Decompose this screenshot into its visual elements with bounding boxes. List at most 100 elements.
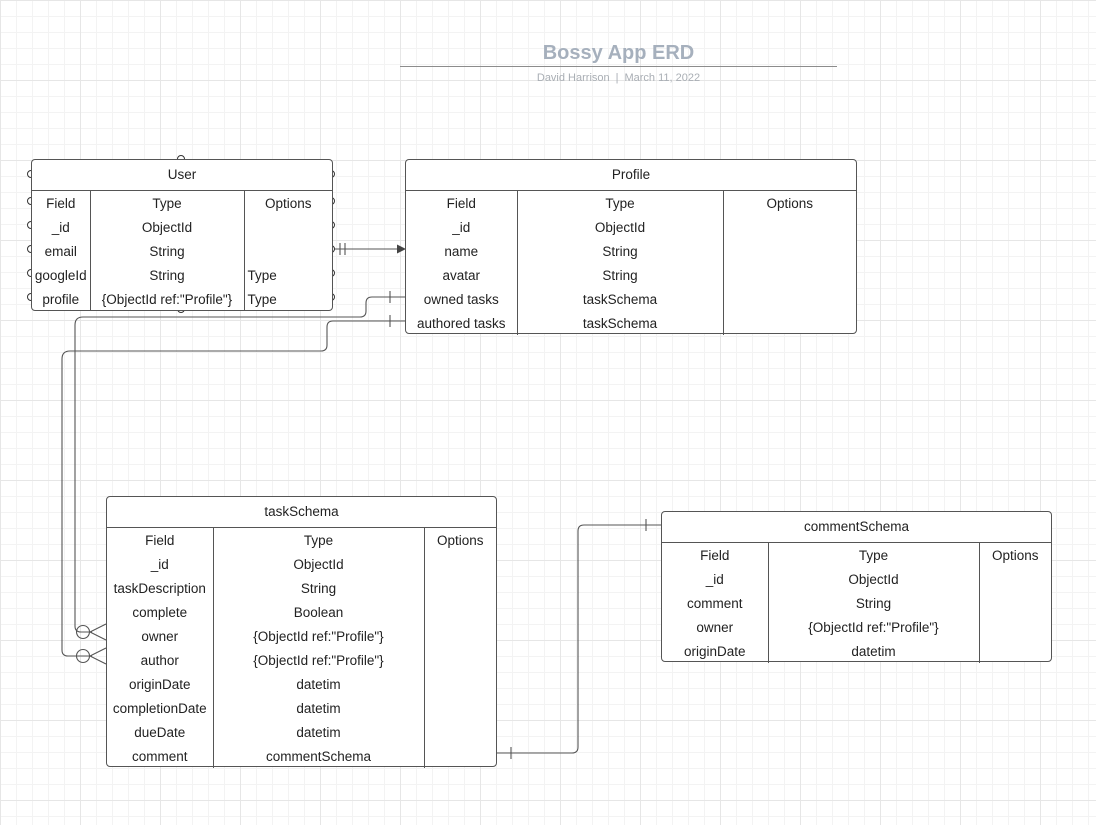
diagram-date: March 11, 2022 <box>624 72 701 84</box>
entity-name: User <box>32 160 332 191</box>
field-options <box>423 672 496 696</box>
column-header-field: Field <box>446 195 476 211</box>
field-options <box>423 576 496 600</box>
column-header-type: Type <box>212 528 424 552</box>
column-header-field: Field <box>46 195 76 211</box>
field-row[interactable]: owner{ObjectId ref:"Profile"} <box>662 615 1051 639</box>
field-type: {ObjectId ref:"Profile"} <box>212 648 424 672</box>
field-name: email <box>44 243 77 259</box>
field-name: owner <box>141 628 179 644</box>
field-name: taskDescription <box>113 580 206 596</box>
column-header-field: Field <box>145 532 175 548</box>
optional-marker-icon <box>75 624 91 640</box>
field-options <box>978 615 1051 639</box>
field-type: String <box>89 239 244 263</box>
field-row[interactable]: profile{ObjectId ref:"Profile"}Type <box>32 287 332 311</box>
field-row[interactable]: taskDescription String <box>107 576 496 600</box>
field-name: authored tasks <box>416 315 506 331</box>
diagram-subtitle: David Harrison | March 11, 2022 <box>400 72 837 84</box>
field-row[interactable]: email String <box>32 239 332 263</box>
field-name: _id <box>705 571 724 587</box>
field-name: comment <box>131 748 188 764</box>
one-one-marker-icon <box>339 243 346 255</box>
field-type: taskSchema <box>516 287 723 311</box>
field-row[interactable]: author{ObjectId ref:"Profile"} <box>107 648 496 672</box>
field-name: _id <box>51 219 70 235</box>
optional-marker-icon <box>75 648 91 664</box>
field-options <box>423 720 496 744</box>
field-options <box>423 648 496 672</box>
author-name: David Harrison <box>536 72 610 84</box>
entity-name: Profile <box>406 160 856 191</box>
field-type: Boolean <box>212 600 424 624</box>
entity-name: taskSchema <box>107 497 496 528</box>
field-type: String <box>516 263 723 287</box>
field-name: _id <box>150 556 169 572</box>
field-name: originDate <box>683 643 746 659</box>
column-header-options: Options <box>423 528 496 552</box>
field-options <box>243 215 332 239</box>
field-type: datetim <box>212 672 424 696</box>
field-type: String <box>212 576 424 600</box>
field-name: comment <box>686 595 743 611</box>
diagram-title-block: Bossy App ERD David Harrison | March 11, 2… <box>400 40 837 84</box>
field-options <box>423 624 496 648</box>
subtitle-separator: | <box>615 72 619 84</box>
field-name: googleId <box>34 267 87 283</box>
field-type: commentSchema <box>212 744 424 768</box>
field-type: String <box>89 263 244 287</box>
field-row[interactable]: _id ObjectId <box>406 215 856 239</box>
field-row[interactable]: authored tasks taskSchema <box>406 311 856 335</box>
crows-foot-icon <box>88 623 107 641</box>
crows-foot-icon <box>88 647 107 665</box>
entity-name: commentSchema <box>662 512 1051 543</box>
column-header-type: Type <box>516 191 723 215</box>
column-header-options: Options <box>978 543 1051 567</box>
field-type: ObjectId <box>767 567 979 591</box>
title-underline <box>400 66 837 67</box>
diagram-title: Bossy App ERD <box>542 42 695 64</box>
field-type: taskSchema <box>516 311 723 335</box>
field-row[interactable]: owned tasks taskSchema <box>406 287 856 311</box>
field-row[interactable]: comment commentSchema <box>107 744 496 768</box>
field-type: datetim <box>212 696 424 720</box>
field-options <box>722 287 856 311</box>
field-options <box>423 696 496 720</box>
column-header-options: Options <box>243 191 332 215</box>
field-options <box>423 600 496 624</box>
field-name: owner <box>696 619 734 635</box>
field-type: ObjectId <box>516 215 723 239</box>
field-options: Type <box>243 287 332 311</box>
column-header-type: Type <box>767 543 979 567</box>
field-options <box>722 215 856 239</box>
field-options <box>722 311 856 335</box>
field-options <box>978 639 1051 663</box>
field-options <box>722 239 856 263</box>
field-row[interactable]: owner{ObjectId ref:"Profile"} <box>107 624 496 648</box>
field-name: _id <box>452 219 471 235</box>
field-name: owned tasks <box>423 291 499 307</box>
field-name: name <box>444 243 479 259</box>
field-row[interactable]: _id ObjectId <box>662 567 1051 591</box>
